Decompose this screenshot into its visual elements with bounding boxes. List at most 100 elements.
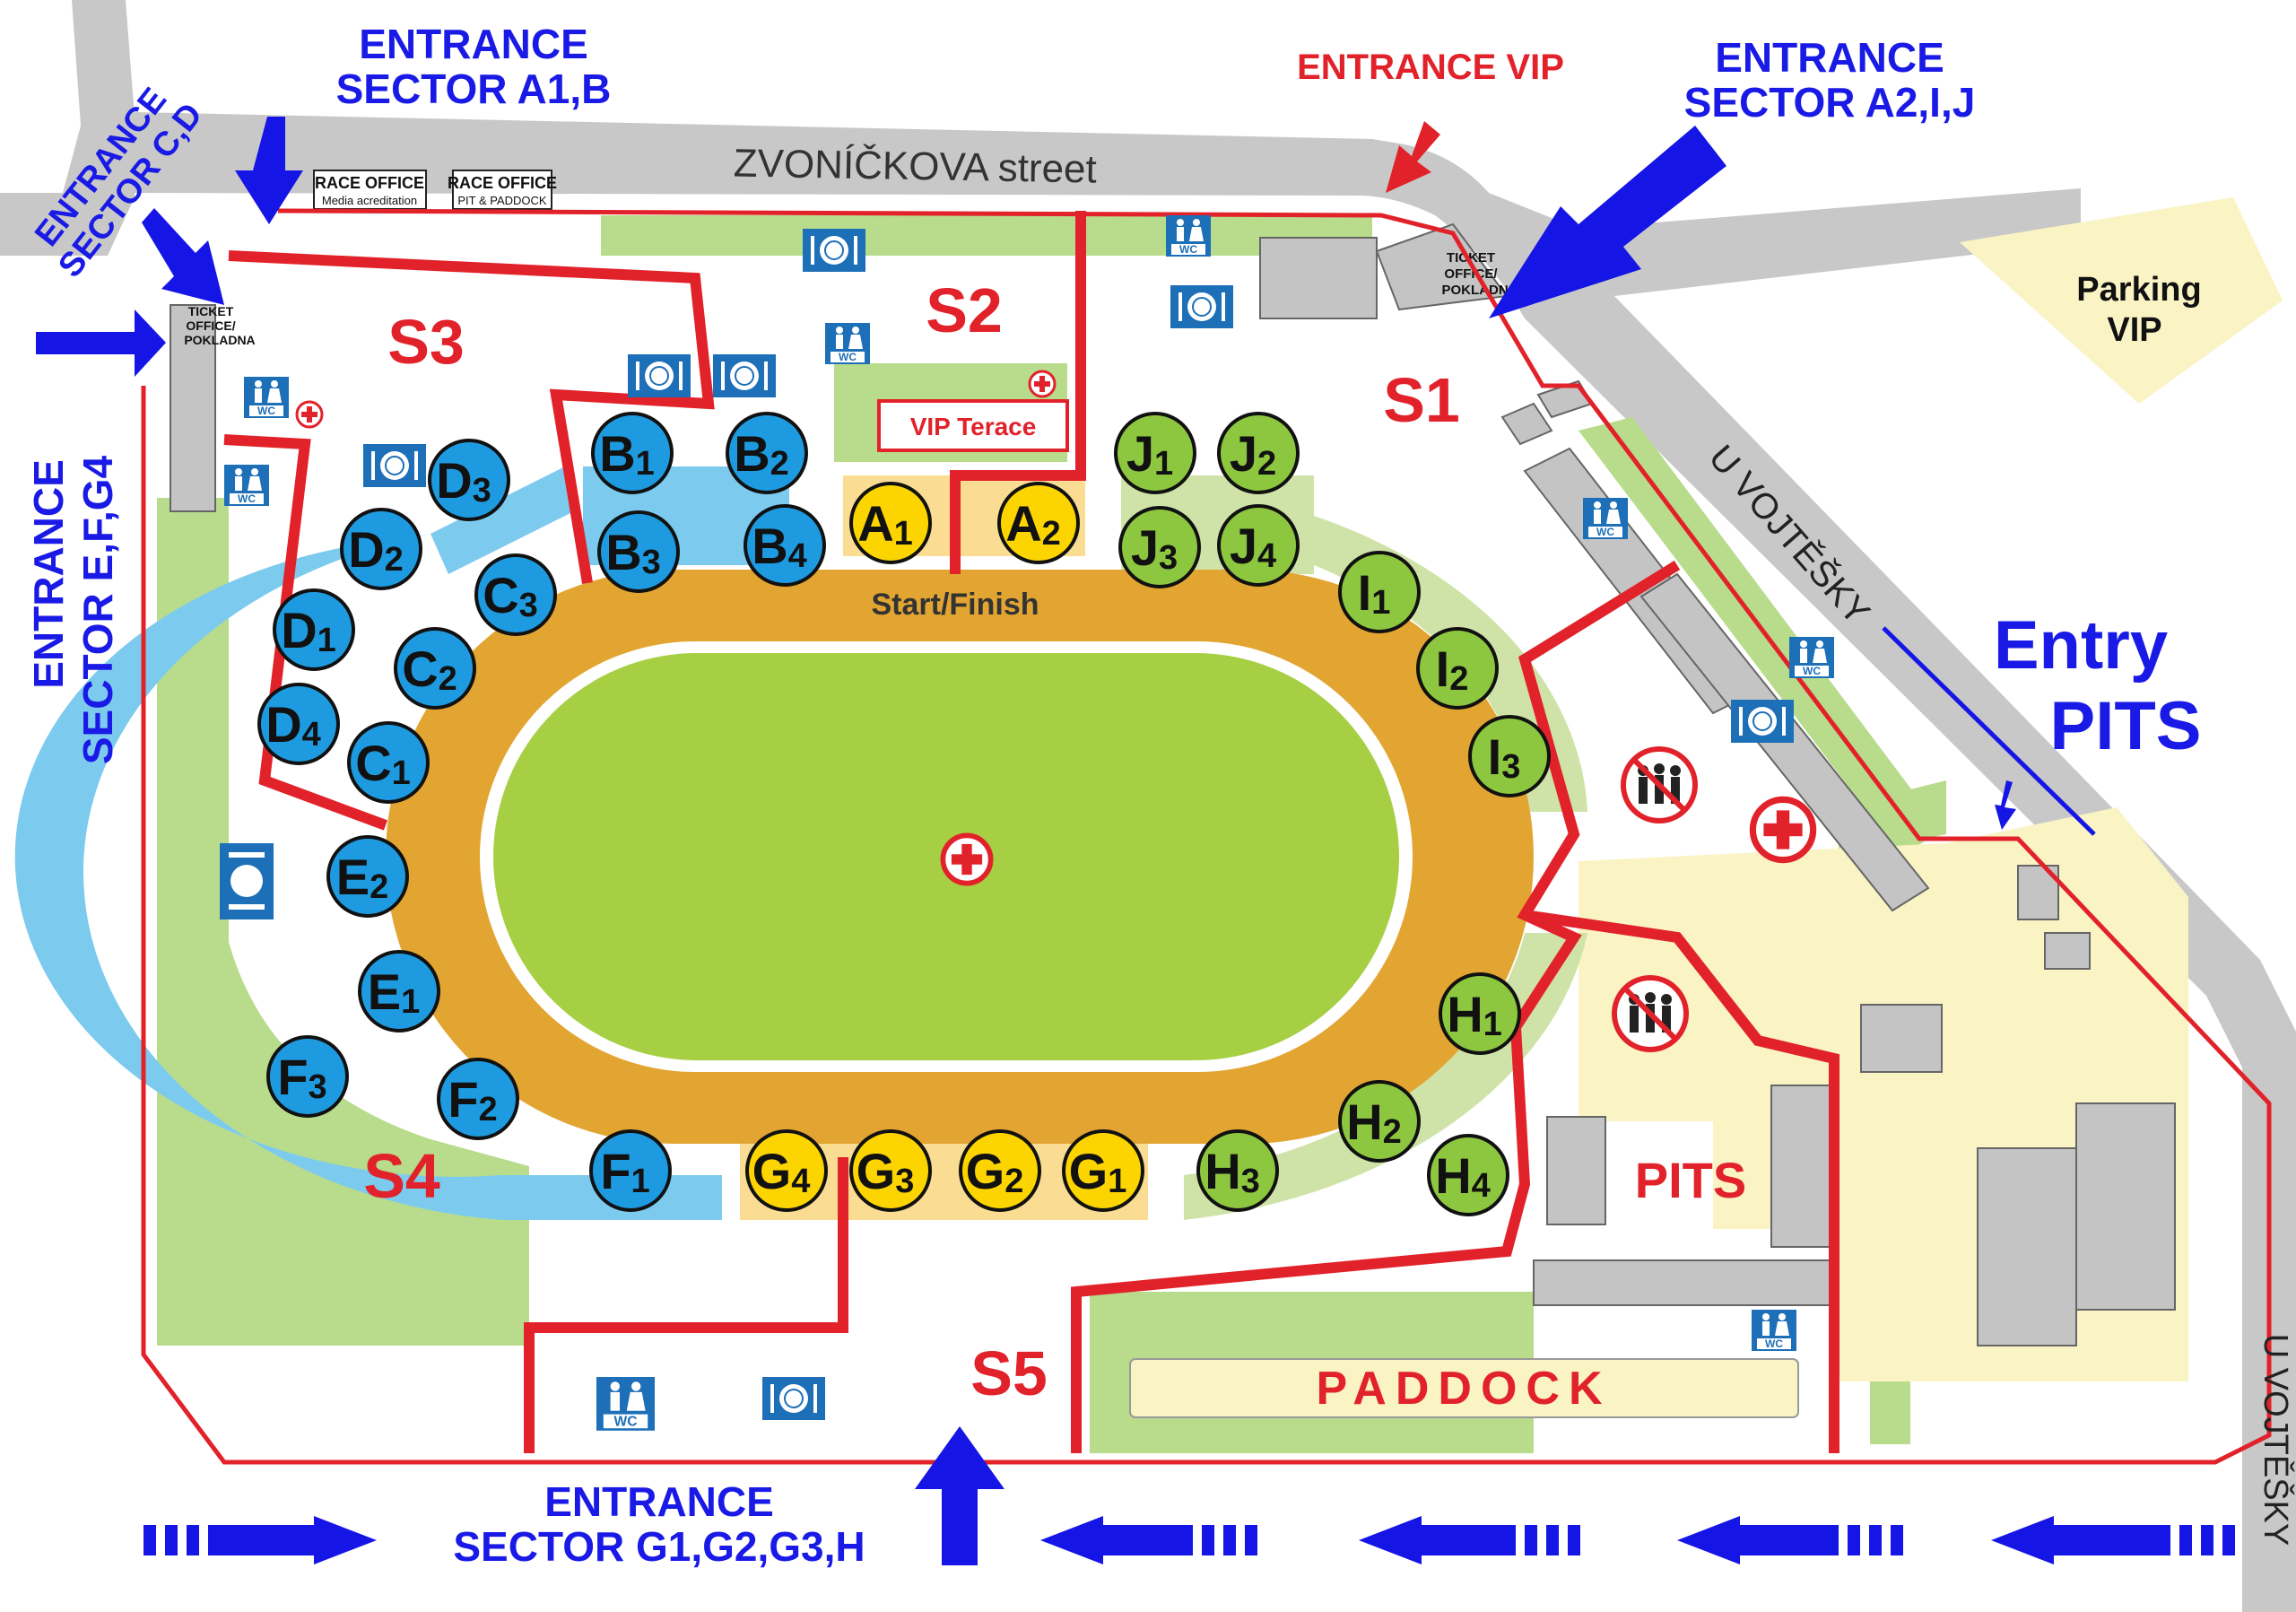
svg-text:D2: D2: [348, 521, 404, 579]
sector-f3: F3: [266, 1035, 349, 1118]
wc-icon: WC: [1789, 637, 1834, 678]
svg-text:A2: A2: [1005, 495, 1061, 553]
ticket-office-left: TICKET OFFICE/ POKLADNA: [184, 304, 255, 347]
sector-j1: J1: [1114, 412, 1196, 494]
sector-d4: D4: [257, 683, 340, 765]
svg-text:D4: D4: [265, 696, 321, 754]
svg-text:G3: G3: [857, 1143, 915, 1200]
svg-text:F3: F3: [277, 1049, 326, 1106]
sector-number: 1: [392, 754, 411, 792]
svg-text:WC: WC: [257, 405, 275, 417]
svg-text:J4: J4: [1230, 518, 1276, 575]
sector-g2: G2: [959, 1129, 1041, 1212]
sector-letter: J: [1230, 518, 1257, 574]
svg-text:WC: WC: [1803, 665, 1821, 677]
section-s2: S2: [926, 275, 1003, 345]
sector-c1: C1: [347, 721, 430, 804]
svg-text:J3: J3: [1131, 519, 1178, 577]
svg-text:C1: C1: [355, 735, 411, 792]
sector-letter: E: [336, 849, 370, 905]
food-icon: [220, 843, 274, 919]
ticket-office-right: TICKET OFFICE/ POKLADNA: [1442, 250, 1518, 298]
race-office-pit: RACE OFFICE PIT & PADDOCK: [448, 170, 557, 210]
section-s3: S3: [387, 307, 465, 377]
entrance-g123h-label-2: SECTOR G1,G2,G3,H: [453, 1523, 865, 1570]
sector-letter: A: [857, 495, 893, 552]
svg-text:G4: G4: [752, 1143, 811, 1200]
sector-letter: C: [355, 735, 391, 791]
sector-letter: F: [277, 1049, 308, 1105]
wc-icon: WC: [825, 323, 870, 364]
svg-text:WC: WC: [238, 492, 256, 505]
sector-number: 1: [894, 515, 913, 553]
sector-f2: F2: [437, 1058, 519, 1140]
wc-icon: WC: [244, 377, 289, 418]
svg-text:B2: B2: [734, 425, 789, 483]
sector-letter: G: [966, 1143, 1005, 1199]
sector-a1: A1: [849, 482, 932, 564]
svg-text:PIT & PADDOCK: PIT & PADDOCK: [457, 194, 547, 207]
parking-vip-label-2: VIP: [2107, 311, 2161, 349]
sector-number: 1: [401, 983, 420, 1021]
svg-text:B1: B1: [599, 425, 655, 483]
medical-icon: [1028, 370, 1057, 398]
sector-number: 3: [519, 587, 538, 624]
pits-entry-line: [1882, 626, 2096, 836]
svg-text:H2: H2: [1346, 1094, 1402, 1151]
arrow-entrance-a1b: [235, 117, 303, 224]
sector-number: 3: [473, 472, 491, 510]
sector-number: 2: [1449, 660, 1468, 698]
paddock-area: PADDOCK: [1129, 1358, 1799, 1418]
svg-text:F1: F1: [600, 1143, 649, 1200]
race-office-media: RACE OFFICE Media acreditation: [313, 170, 427, 210]
svg-text:OFFICE/: OFFICE/: [186, 318, 235, 333]
sector-letter: J: [1131, 519, 1159, 576]
svg-text:A1: A1: [857, 495, 913, 553]
parking-vip-label-1: Parking: [2076, 271, 2201, 309]
sector-letter: D: [265, 696, 301, 753]
sector-a2: A2: [997, 482, 1080, 564]
sector-letter: B: [605, 524, 641, 580]
food-icon: [627, 353, 691, 398]
svg-text:Media acreditation: Media acreditation: [322, 194, 417, 207]
entrance-g123h-label-1: ENTRANCE: [544, 1478, 774, 1525]
svg-text:C2: C2: [402, 640, 457, 698]
sector-number: 1: [631, 1163, 650, 1200]
svg-text:I3: I3: [1488, 728, 1521, 786]
sector-number: 2: [385, 541, 404, 579]
sector-number: 1: [1371, 584, 1390, 622]
food-icon: [362, 443, 427, 488]
sector-letter: A: [1005, 495, 1041, 552]
sector-h1: H1: [1439, 972, 1521, 1055]
svg-text:H1: H1: [1447, 986, 1502, 1043]
section-s4: S4: [363, 1141, 440, 1211]
sector-i3: I3: [1468, 715, 1551, 797]
svg-text:D3: D3: [436, 452, 491, 510]
entrance-arrows: [36, 117, 2235, 1565]
sector-letter: H: [1435, 1147, 1471, 1204]
sector-j3: J3: [1118, 506, 1201, 588]
medical-icon: [1752, 799, 1813, 859]
sector-letter: G: [1069, 1143, 1109, 1199]
sector-b4: B4: [744, 504, 826, 587]
sector-h2: H2: [1338, 1080, 1421, 1163]
svg-text:WC: WC: [1596, 526, 1614, 538]
sector-c2: C2: [394, 627, 476, 710]
entrance-a2ij-label-1: ENTRANCE: [1715, 34, 1944, 81]
entry-pits-label-1: Entry: [1994, 607, 2168, 684]
arrow-entrance-cd: [142, 208, 224, 305]
sector-letter: C: [483, 567, 518, 623]
svg-text:G2: G2: [966, 1143, 1024, 1200]
svg-text:VIP Terace: VIP Terace: [910, 413, 1037, 440]
svg-text:TICKET: TICKET: [188, 304, 234, 318]
svg-text:H3: H3: [1205, 1143, 1260, 1200]
zvonickova-street-road: [0, 0, 135, 256]
wc-icon: WC: [1583, 498, 1628, 539]
entrance-vip-label: ENTRANCE VIP: [1297, 48, 1564, 87]
entrance-efg4-label-2: SECTOR E,F,G4: [74, 455, 121, 764]
sector-number: 1: [1483, 1006, 1502, 1043]
sector-number: 1: [1108, 1163, 1126, 1200]
sector-letter: J: [1126, 425, 1154, 482]
svg-text:B3: B3: [605, 524, 661, 581]
sector-letter: H: [1205, 1143, 1240, 1199]
